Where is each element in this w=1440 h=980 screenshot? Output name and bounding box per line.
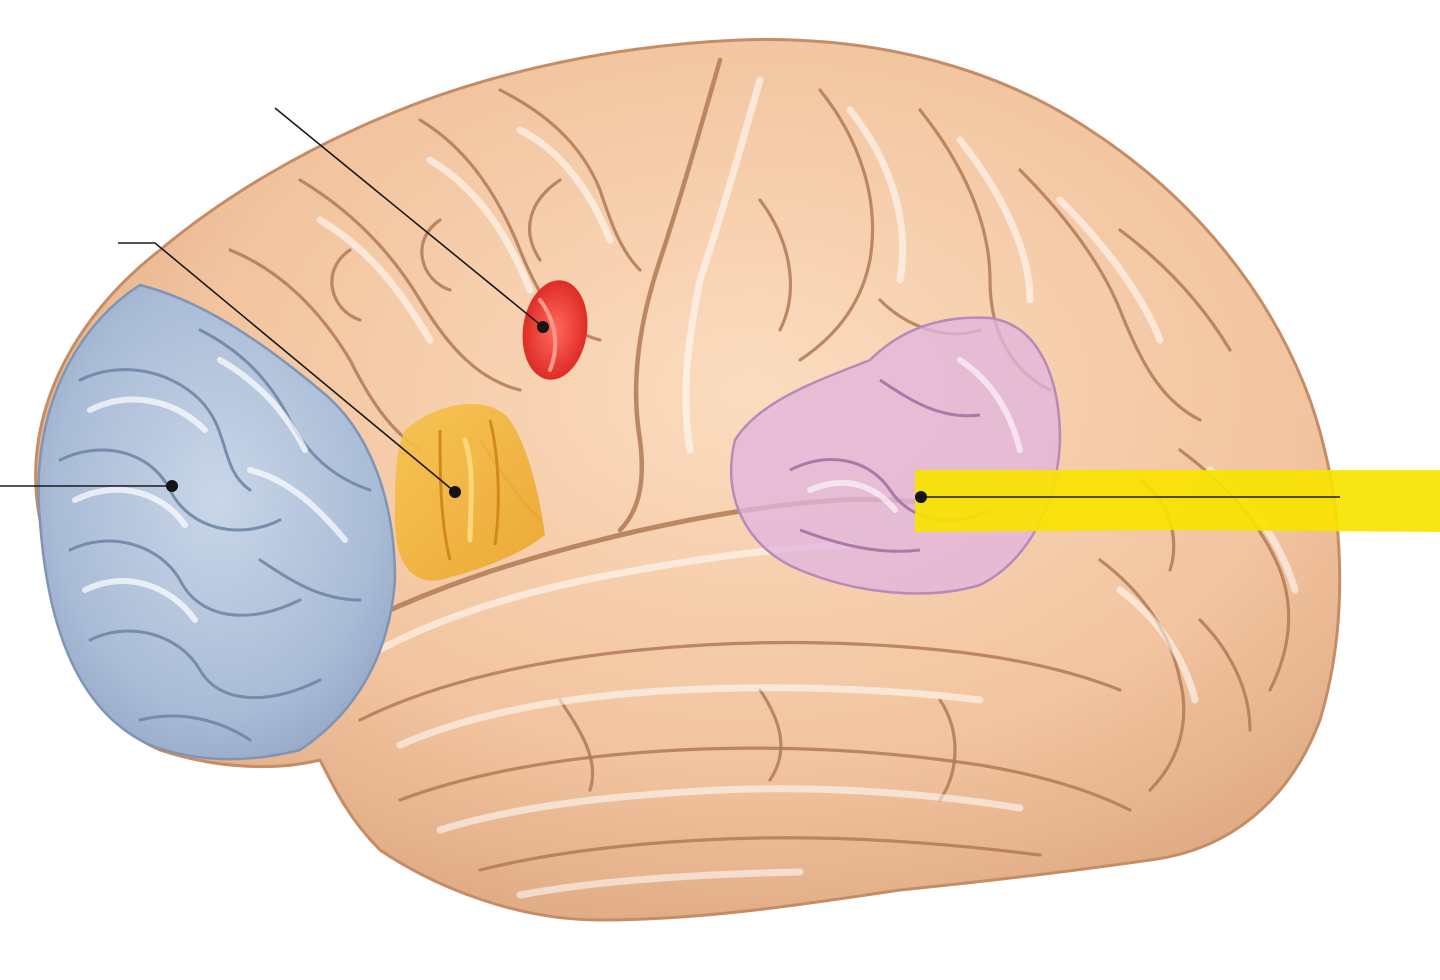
leader-blue-dot (166, 480, 178, 492)
leader-red-dot (537, 321, 549, 333)
leader-pink-dot (915, 491, 927, 503)
leader-red (274, 107, 544, 328)
yellow-highlight-bar (915, 470, 1440, 532)
orange-region (395, 403, 545, 581)
leader-orange (118, 242, 456, 493)
red-region (522, 280, 588, 380)
leader-lines (0, 107, 1340, 503)
blue-region (37, 283, 397, 761)
cortex-shape (34, 38, 1342, 922)
leader-orange-dot (449, 486, 461, 498)
